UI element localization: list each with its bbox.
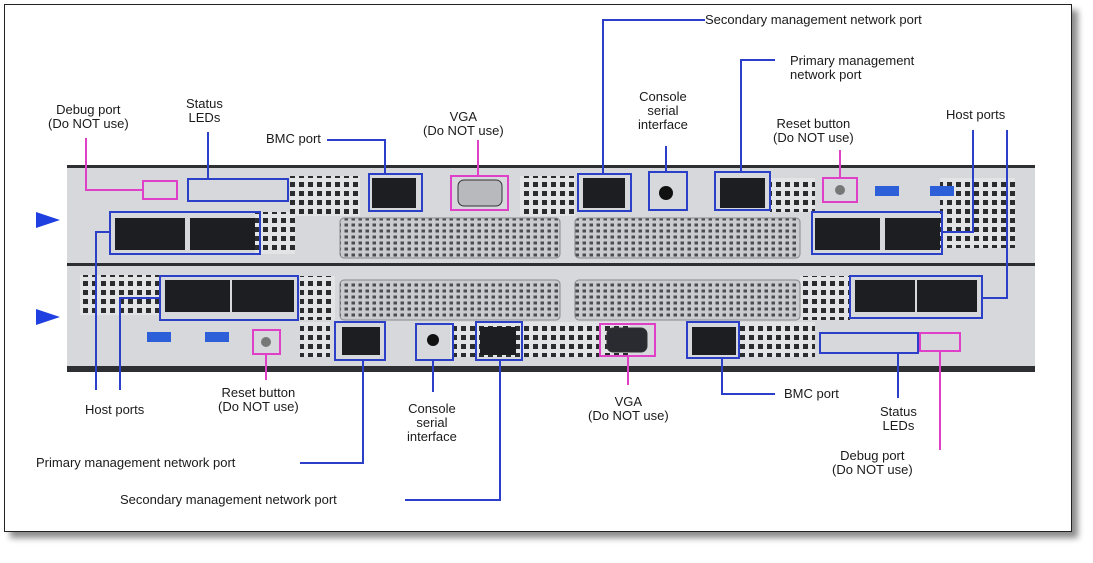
label-bmc-port-bottom: BMC port: [784, 386, 839, 401]
vent-panel: [339, 217, 561, 259]
arrow-icon: [36, 309, 60, 325]
label-debug-port-bottom: Debug port(Do NOT use): [832, 448, 913, 477]
label-secondary-mgmt-bottom: Secondary management network port: [120, 492, 337, 507]
vent-area: [770, 178, 815, 212]
label-reset-button-bottom: Reset button(Do NOT use): [218, 385, 299, 414]
port-fills: [115, 178, 977, 355]
vent-area: [800, 276, 850, 320]
vga-connectors: [457, 179, 648, 353]
label-secondary-mgmt-top: Secondary management network port: [705, 12, 922, 27]
vent-area: [255, 212, 295, 254]
label-vga-bottom: VGA(Do NOT use): [588, 394, 669, 423]
vent-area: [300, 322, 330, 357]
label-reset-button-top: Reset button(Do NOT use): [773, 116, 854, 145]
vent-panel: [574, 217, 801, 259]
vent-panel: [574, 279, 801, 321]
vent-area: [300, 276, 335, 320]
label-vga-top: VGA(Do NOT use): [423, 109, 504, 138]
leader-lines-magenta: [85, 138, 941, 450]
label-host-ports-top: Host ports: [946, 107, 1006, 122]
label-primary-mgmt-bottom: Primary management network port: [36, 455, 236, 470]
vent-area: [740, 322, 815, 357]
vent-area: [290, 176, 360, 216]
vent-area: [520, 176, 575, 216]
label-host-ports-bottom: Host ports: [85, 402, 145, 417]
round-connectors: [261, 185, 845, 347]
vent-panel: [339, 279, 561, 321]
usb-ports: [147, 186, 954, 342]
label-bmc-port-top: BMC port: [266, 131, 321, 146]
leader-lines-blue: [95, 19, 1008, 501]
arrow-icon: [36, 212, 60, 228]
label-debug-port-top: Debug port(Do NOT use): [48, 102, 129, 131]
